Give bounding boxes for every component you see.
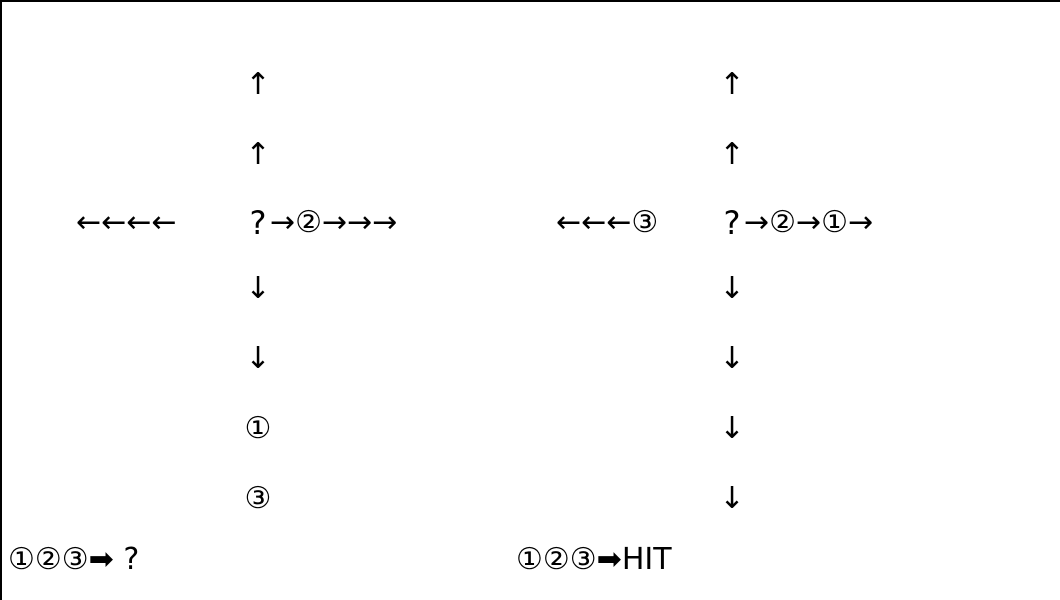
right-arrows: →②→→→ (270, 205, 398, 240)
up-arrow: ↑ (719, 67, 745, 102)
right-arm: →②→①→ (744, 205, 873, 241)
left-arm: ←←←③ (556, 205, 658, 241)
left-panel: ↑ ↑ ←←←← ? →②→→→ ↓ ↓ ① ③ ①②③➡ ? (8, 50, 397, 578)
circled-one: ① (244, 411, 272, 446)
down-arrow: ↓ (719, 341, 745, 376)
right-summary: ①②③➡HIT (516, 542, 672, 577)
center-question-mark: ? (723, 204, 741, 242)
right-up-column: ↑ ↑ (702, 50, 762, 190)
down-arrow: ↓ (719, 271, 745, 306)
left-arrows: ←←←← (76, 205, 177, 240)
circled-three: ③ (244, 481, 272, 516)
center-question-mark: ? (249, 204, 267, 242)
right-panel: ↑ ↑ ←←←③ ? →②→①→ ↓ ↓ ↓ ↓ ①②③➡HIT (516, 0, 1060, 600)
up-arrow: ↑ (245, 137, 271, 172)
up-arrow: ↑ (245, 67, 271, 102)
left-up-column: ↑ ↑ (228, 50, 288, 190)
left-arm: ←←←← (76, 205, 177, 241)
right-arrows: →②→①→ (744, 205, 874, 240)
up-arrow: ↑ (719, 137, 745, 172)
down-arrow: ↓ (719, 411, 745, 446)
right-down-column: ↓ ↓ ↓ ↓ (702, 254, 762, 534)
down-arrow: ↓ (245, 341, 271, 376)
down-arrow: ↓ (719, 481, 745, 516)
left-down-column: ↓ ↓ ① ③ (228, 254, 288, 534)
left-summary: ①②③➡ ? (8, 542, 140, 577)
left-arrows: ←←←③ (556, 205, 659, 240)
down-arrow: ↓ (245, 271, 271, 306)
right-arm: →②→→→ (270, 205, 397, 241)
